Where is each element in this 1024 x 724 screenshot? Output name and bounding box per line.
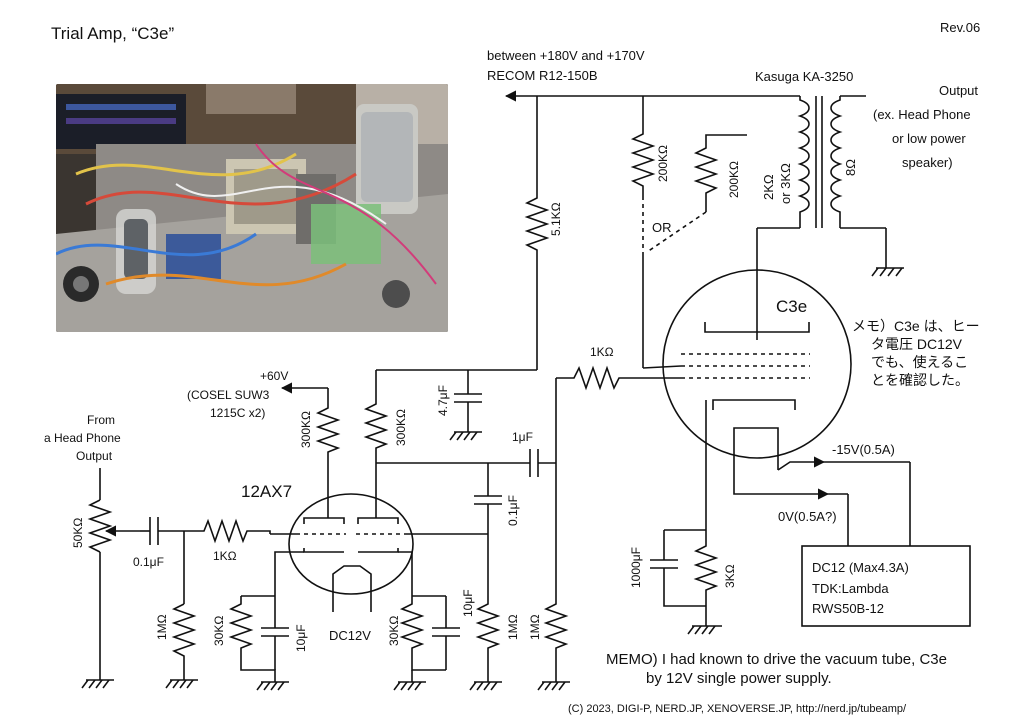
psu-line3: RWS50B-12 [812,601,884,616]
input-line3: Output [76,449,113,463]
resistor-300k-b [363,370,389,518]
plus60-rail [280,382,329,404]
page-title: Trial Amp, “C3e” [51,24,174,43]
resistor-1k-input-label: 1KΩ [213,549,237,563]
memo-en-line1: MEMO) I had known to drive the vacuum tu… [606,651,947,668]
cathode-network-c3e [650,529,722,635]
heater-supply-wiring [733,450,911,546]
cathode-network-left [228,595,289,682]
revision-label: Rev.06 [940,20,980,35]
plus60-line3: 1215C x2) [210,406,265,420]
heater-12ax7-label: DC12V [329,628,371,643]
supply-note-line1: between +180V and +170V [487,48,645,63]
copyright: (C) 2023, DIGI-P, NERD.JP, XENOVERSE.JP,… [568,703,907,715]
capacitor-1u-label: 1μF [512,430,533,444]
or-label: OR [652,220,672,235]
output-transformer [756,95,904,340]
resistor-1k-grid [555,365,624,600]
transformer-secondary-label: 8Ω [843,159,858,176]
ground-symbols-bottom [81,679,570,691]
capacitor-1u [376,449,556,477]
potentiometer-50k [87,468,140,680]
resistor-200k-a [630,120,656,252]
resistor-1k-grid-label: 1KΩ [590,345,614,359]
resistor-1m-b-label: 1MΩ [506,614,520,640]
capacitor-1000u-label: 1000μF [629,547,643,588]
capacitor-0u1-in [140,517,184,545]
tube-12ax7 [270,493,488,612]
memo-jp-line2: タ電圧 DC12V [871,336,963,352]
prototype-photo [56,84,448,332]
capacitor-10u-a-label: 10μF [294,624,308,652]
resistor-1m-c [543,600,569,682]
resistor-1m-b [475,596,501,682]
resistor-200k-b [646,134,747,253]
capacitor-0u1-right [474,463,502,596]
resistor-300k-a [315,404,341,518]
plus60-line2: (COSEL SUW3 [187,388,270,402]
capacitor-0u1-right-label: 0.1μF [506,495,520,526]
c3e-tube [624,269,852,530]
c3e-tube-label: C3e [776,297,807,316]
potentiometer-50k-label: 50KΩ [71,518,85,548]
input-line2: a Head Phone [44,431,121,445]
resistor-30k-a-label: 30KΩ [212,616,226,646]
resistor-1m-a-label: 1MΩ [155,614,169,640]
psu-line1: DC12 (Max4.3A) [812,560,909,575]
capacitor-4u7-label: 4.7μF [436,385,450,416]
output-line1: Output [939,83,978,98]
memo-jp-line1: メモ）C3e は、ヒー [852,318,980,334]
resistor-200k-b-label: 200KΩ [727,161,741,198]
resistor-1k-input [184,518,271,544]
tube-12ax7-label: 12AX7 [241,482,292,501]
resistor-1m-a [171,531,197,680]
output-line3: or low power [892,131,966,146]
bplus-rail [504,90,800,190]
cathode-network-right [399,595,460,682]
input-line1: From [87,413,115,427]
resistor-300k-a-label: 300KΩ [299,411,313,448]
memo-jp-line4: とを確認した。 [871,372,969,388]
psu-line2: TDK:Lambda [812,581,889,596]
resistor-1m-c-label: 1MΩ [528,614,542,640]
output-line4: speaker) [902,155,953,170]
minus15-label: -15V(0.5A) [832,442,895,457]
transformer-primary-label: 2KΩ [761,174,776,200]
memo-en-line2: by 12V single power supply. [646,670,832,687]
capacitor-0u1-in-label: 0.1μF [133,555,164,569]
supply-note-line2: RECOM R12-150B [487,68,598,83]
ground-symbol-transformer [871,267,903,277]
resistor-300k-b-label: 300KΩ [394,409,408,446]
resistor-200k-a-label: 200KΩ [656,145,670,182]
plus60-line1: +60V [260,369,288,383]
psu-box [801,545,971,627]
resistor-3k-label: 3KΩ [723,564,737,588]
output-line2: (ex. Head Phone [873,107,971,122]
capacitor-4u7 [449,370,482,441]
memo-jp-line3: でも、使えるこ [871,354,968,370]
resistor-5k1 [524,190,550,370]
zero-v-label: 0V(0.5A?) [778,509,837,524]
resistor-5k1-label: 5.1KΩ [549,202,563,236]
prototype-photo-art [56,84,448,332]
resistor-30k-b-label: 30KΩ [387,616,401,646]
capacitor-10u-b-label: 10μF [461,589,475,617]
transformer-label: Kasuga KA-3250 [755,69,853,84]
transformer-primary-alt-label: or 3KΩ [778,163,793,204]
